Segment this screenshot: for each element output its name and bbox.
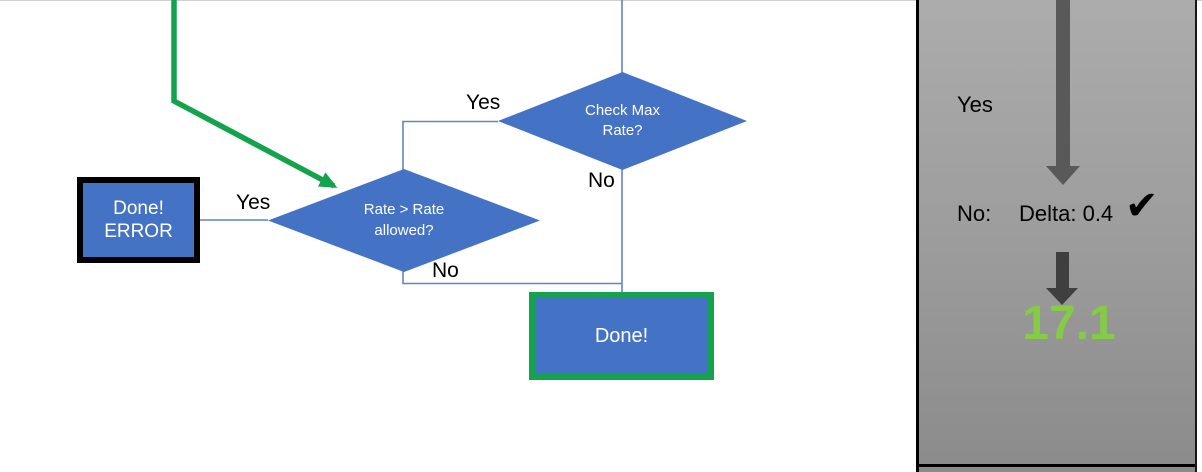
checkmark-icon: ✔ [1125,183,1159,229]
green-flow-arrow [171,0,338,189]
done-error-box: Done! ERROR [77,177,200,263]
panel-bottom-border [919,464,1195,467]
down-arrow-large-head [1046,166,1080,185]
result-value: 17.1 [1022,297,1116,350]
done-error-line1: Done! [113,197,164,219]
decision-rate-allowed-line1: Rate > Rate [363,201,445,219]
down-arrow-small-head [1046,288,1078,305]
done-box-label: Done! [594,324,649,347]
done-box: Done! [529,292,714,380]
connector-checkmax-yes [402,120,498,172]
decision-check-max-rate-line2: Rate? [602,122,643,139]
panel-delta-value: Delta: 0.4 [1019,201,1114,226]
edge-label-rate-no: No [432,259,459,282]
edge-label-checkmax-no: No [588,169,615,192]
decision-check-max-rate-line1: Check Max [584,101,661,119]
panel-yes-label: Yes [957,92,993,117]
decision-rate-allowed-line2: allowed? [374,221,434,239]
done-error-line2: ERROR [104,221,173,242]
down-arrow-small-shaft [1056,252,1069,288]
down-arrow-large-shaft [1056,0,1070,166]
slide-top-edge [0,0,1202,1]
edge-label-rate-yes: Yes [236,191,271,214]
result-panel: Yes No: Delta: 0.4 ✔ 17.1 [916,0,1197,472]
connector-rate-no [402,271,622,285]
panel-no-label: No: [957,201,992,226]
edge-label-checkmax-yes: Yes [466,91,501,114]
